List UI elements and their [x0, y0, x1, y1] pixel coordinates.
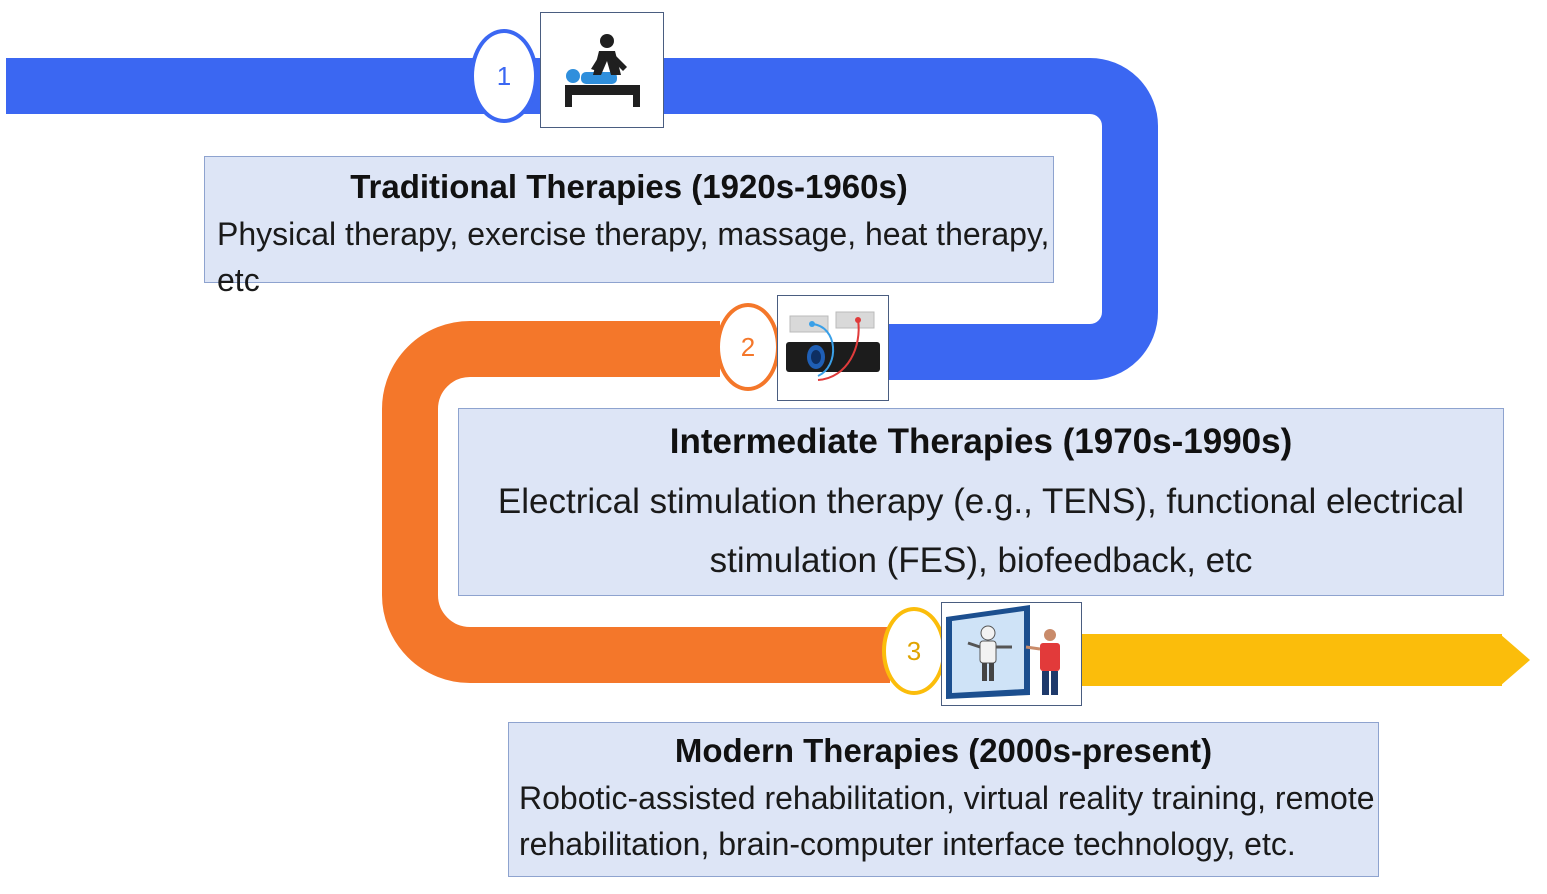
stage-3-card [508, 722, 1379, 877]
robot-virtual-reality-icon [946, 605, 1060, 699]
stage-3-number-badge: 3 [882, 607, 946, 695]
timeline-segment-3 [1070, 634, 1502, 686]
stage-2-number: 2 [740, 331, 756, 362]
timeline-segment-1 [6, 58, 1158, 380]
stage-1-icon-frame [540, 12, 664, 128]
stage-2-desc-line-2: stimulation (FES), biofeedback, etc [709, 541, 1253, 580]
stage-2-card [458, 408, 1504, 596]
massage-therapy-icon [565, 34, 640, 107]
stage-2-icon-frame [777, 295, 889, 401]
stage-3-icon-frame [941, 602, 1082, 706]
stage-1-desc-line-2: etc [217, 262, 260, 298]
stage-3-desc-line-1: Robotic-assisted rehabilitation, virtual… [519, 780, 1375, 816]
timeline-arrowhead [1500, 634, 1530, 686]
stage-2-number-badge: 2 [716, 303, 780, 391]
stage-1-number: 1 [496, 60, 512, 91]
stage-2-desc-line-1: Electrical stimulation therapy (e.g., TE… [497, 482, 1465, 521]
stage-1-desc-line-1: Physical therapy, exercise therapy, mass… [217, 216, 1050, 252]
stage-3-title: Modern Therapies (2000s-present) [674, 732, 1213, 769]
stage-1-card [204, 156, 1054, 283]
stage-1-title: Traditional Therapies (1920s-1960s) [350, 168, 908, 205]
stage-3-desc-line-2: rehabilitation, brain-computer interface… [519, 826, 1296, 862]
stage-1-number-badge: 1 [470, 29, 538, 123]
stage-3-number: 3 [906, 635, 922, 666]
stage-2-title: Intermediate Therapies (1970s-1990s) [669, 422, 1293, 461]
electrical-stimulation-device-icon [786, 311, 880, 381]
timeline-segment-2 [382, 321, 890, 683]
